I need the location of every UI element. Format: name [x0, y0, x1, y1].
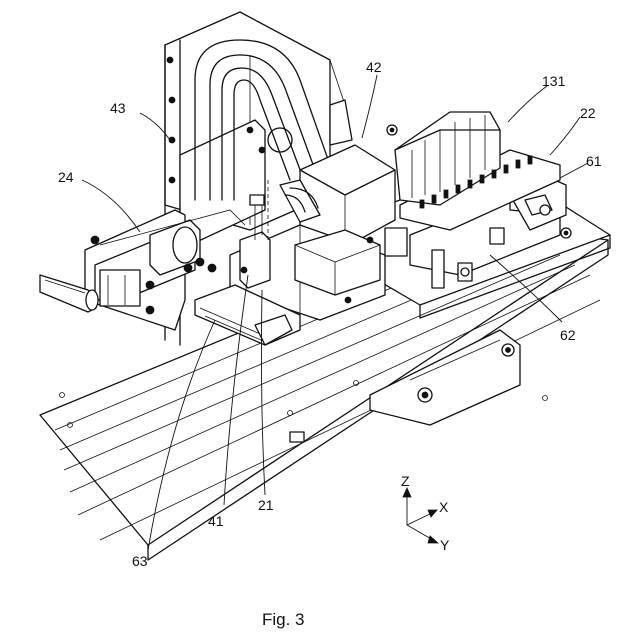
label-41: 41 — [208, 513, 224, 529]
label-21: 21 — [258, 497, 274, 513]
label-42: 42 — [366, 59, 382, 75]
axis-y-label: Y — [440, 537, 450, 553]
label-131: 131 — [542, 73, 566, 89]
axis-x-label: X — [439, 499, 449, 515]
axes-indicator — [403, 488, 438, 543]
label-63: 63 — [132, 553, 148, 569]
figure-caption: Fig. 3 — [262, 610, 305, 629]
label-22: 22 — [580, 105, 596, 121]
label-24: 24 — [58, 169, 74, 185]
label-43: 43 — [110, 100, 126, 116]
label-62: 62 — [560, 327, 576, 343]
axis-z-label: Z — [401, 473, 410, 489]
label-61: 61 — [586, 153, 602, 169]
